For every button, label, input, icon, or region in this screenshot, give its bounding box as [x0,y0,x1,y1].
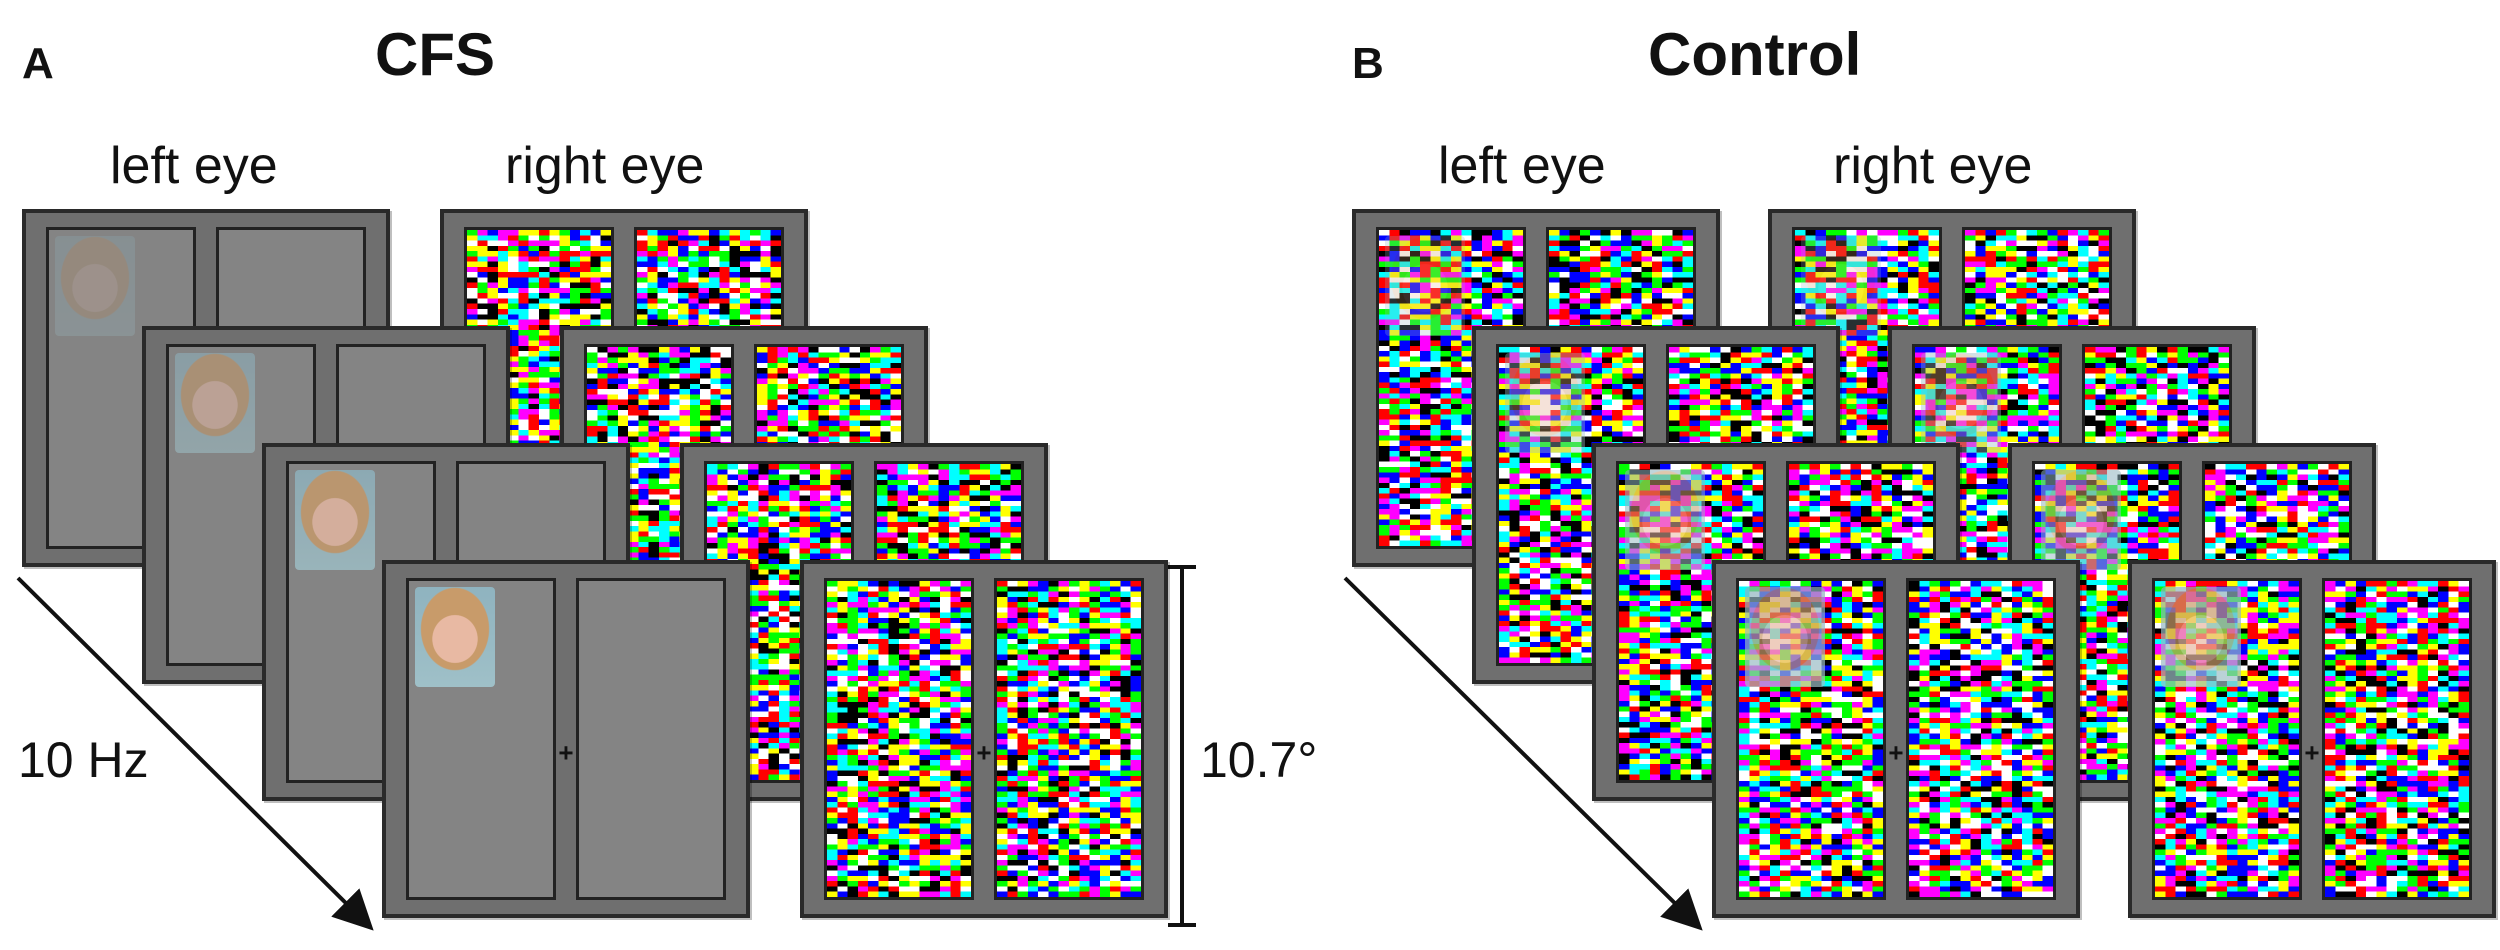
panel-a-time-arrow [16,576,374,931]
panel-a-right-eye-frame-4-right-half [994,578,1144,900]
fixation-cross: + [976,737,992,768]
panel-b-time-arrow [1343,576,1703,931]
panel-a-left-eye-frame-4-left-half [406,578,556,900]
panel-a-right-eye-label: right eye [505,137,705,195]
panel-b-right-eye-frame-4: + [2128,560,2496,918]
panel-a-frequency-label: 10 Hz [18,732,149,788]
panel-b-left-eye-label: left eye [1438,137,1606,195]
face-image [415,587,495,687]
face-image [1921,353,2001,453]
face-image [1625,470,1705,570]
fixation-cross: + [1888,737,1904,768]
face-image [1385,236,1465,336]
face-image [55,236,135,336]
panel-b-left-eye-frame-4-right-half [1906,578,2056,900]
face-image [1745,587,1825,687]
panel-a-right-eye-frame-4: + [800,560,1168,918]
panel-a-size-label: 10.7° [1200,732,1318,788]
face-image [295,470,375,570]
panel-b-letter: B [1352,39,1384,88]
panel-a-title: CFS [375,21,495,88]
panel-b-right-eye-label: right eye [1833,137,2033,195]
face-image [2161,587,2241,687]
panel-a-left-eye-label: left eye [110,137,278,195]
face-image [2041,470,2121,570]
face-image [1505,353,1585,453]
face-image [175,353,255,453]
face-image [1801,236,1881,336]
panel-b-right-eye-frame-4-right-half [2322,578,2472,900]
panel-a-right-eye-frame-4-left-half [824,578,974,900]
panel-a-left-eye-frame-4-right-half [576,578,726,900]
fixation-cross: + [2304,737,2320,768]
panel-a-left-eye-frame-4: + [382,560,750,918]
panel-a-letter: A [22,39,54,88]
panel-a-size-bracket [1168,565,1196,927]
fixation-cross: + [558,737,574,768]
panel-b-left-eye-frame-4-left-half [1736,578,1886,900]
panel-b-left-eye-frame-4: + [1712,560,2080,918]
panel-b-right-eye-frame-4-left-half [2152,578,2302,900]
panel-b-title: Control [1648,21,1862,88]
